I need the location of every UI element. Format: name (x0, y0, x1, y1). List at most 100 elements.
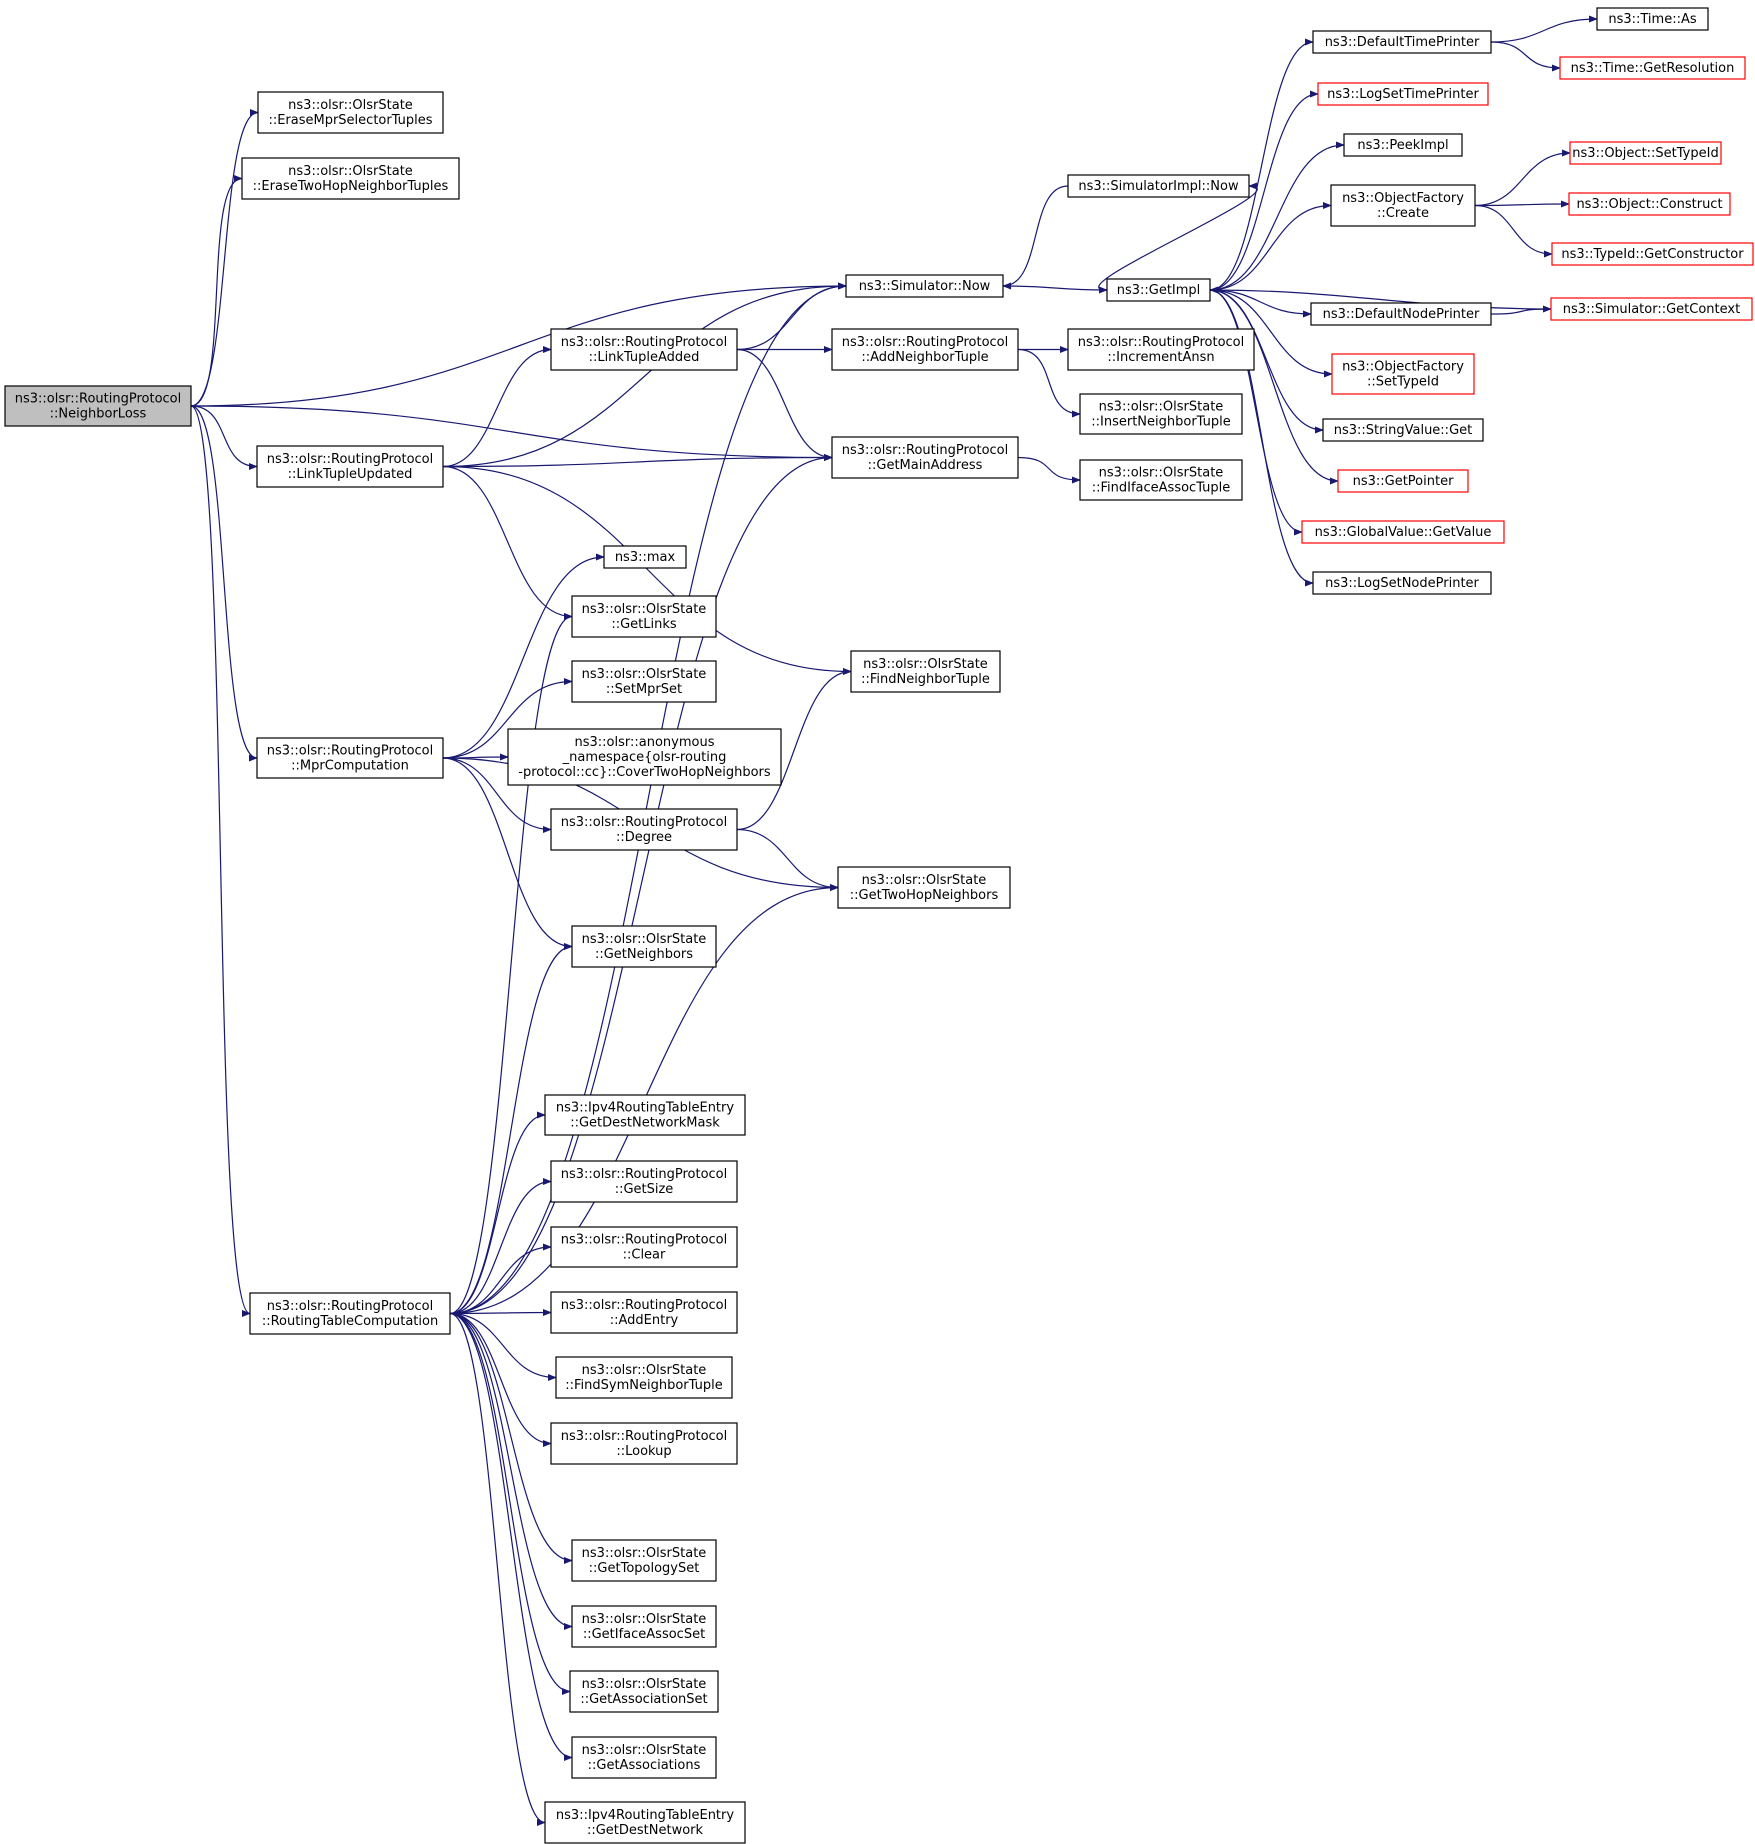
edge-n7-to-n44 (449, 1312, 552, 1448)
node-box (1301, 520, 1505, 544)
node-ns3-ipv4routingtableentry-getdestnetwork[interactable]: ns3::Ipv4RoutingTableEntry::GetDestNetwo… (544, 1801, 746, 1844)
node-ns3-olsr-routingprotocol-neighborloss[interactable]: ns3::olsr::RoutingProtocol::NeighborLoss (4, 385, 192, 427)
node-ns3-object-construct[interactable]: ns3::Object::Construct (1568, 192, 1731, 216)
node-ns3-time-as[interactable]: ns3::Time::As (1596, 7, 1709, 31)
node-box (850, 650, 1001, 693)
node-ns3-olsr-routingprotocol-routingtablecomputation[interactable]: ns3::olsr::RoutingProtocol::RoutingTable… (249, 1292, 451, 1335)
node-box (837, 866, 1011, 909)
node-box (544, 1801, 746, 1844)
node-ns3-olsr-olsrstate-erasetwohopneighbortuples[interactable]: ns3::olsr::OlsrState::EraseTwoHopNeighbo… (241, 157, 460, 200)
node-ns3-logsettimeprinter[interactable]: ns3::LogSetTimePrinter (1317, 82, 1489, 106)
node-ns3-olsr-routingprotocol-addentry[interactable]: ns3::olsr::RoutingProtocol::AddEntry (550, 1291, 738, 1334)
node-ns3-olsr-olsrstate-findsymneighbortuple[interactable]: ns3::olsr::OlsrState::FindSymNeighborTup… (555, 1356, 733, 1399)
node-label-line: ::InsertNeighborTuple (1091, 415, 1231, 430)
edge-n7-to-n31 (449, 612, 573, 1315)
node-ns3-olsr-routingprotocol-mprcomputation[interactable]: ns3::olsr::RoutingProtocol::MprComputati… (256, 737, 444, 779)
node-ns3-olsr-olsrstate-gettwohopneighbors[interactable]: ns3::olsr::OlsrState::GetTwoHopNeighbors (837, 866, 1011, 909)
node-ns3-olsr-anonymous-namespace-olsr-routing-protocol-cc-covertwohopneighbors[interactable]: ns3::olsr::anonymous_namespace{olsr-rout… (507, 728, 782, 786)
node-ns3-simulator-getcontext[interactable]: ns3::Simulator::GetContext (1550, 297, 1753, 321)
edge-n9-to-n23 (1209, 289, 1339, 485)
edge-n0-to-n1 (190, 108, 259, 407)
node-ns3-olsr-routingprotocol-clear[interactable]: ns3::olsr::RoutingProtocol::Clear (550, 1226, 738, 1268)
node-ns3-olsr-olsrstate-erasemprselectortuples[interactable]: ns3::olsr::OlsrState::EraseMprSelectorTu… (257, 91, 444, 134)
node-ns3-defaulttimeprinter[interactable]: ns3::DefaultTimePrinter (1312, 30, 1492, 54)
node-ns3-olsr-olsrstate-findifaceassoctuple[interactable]: ns3::olsr::OlsrState::FindIfaceAssocTupl… (1079, 459, 1243, 501)
edge-n7-to-n41 (449, 1243, 552, 1315)
node-ns3-objectfactory-settypeid[interactable]: ns3::ObjectFactory::SetTypeId (1331, 353, 1475, 395)
node-label-line: ::FindNeighborTuple (861, 672, 990, 687)
node-label-line: ns3::olsr::OlsrState (582, 1546, 707, 1561)
node-label-line: ns3::olsr::OlsrState (582, 1677, 707, 1692)
node-ns3-olsr-routingprotocol-getsize[interactable]: ns3::olsr::RoutingProtocol::GetSize (550, 1160, 738, 1203)
edge-n9-to-n14 (1209, 141, 1345, 291)
node-box (571, 925, 717, 968)
node-ns3-getimpl[interactable]: ns3::GetImpl (1106, 278, 1211, 302)
node-ns3-olsr-olsrstate-findneighbortuple[interactable]: ns3::olsr::OlsrState::FindNeighborTuple (850, 650, 1001, 693)
edge-n7-to-n38 (449, 942, 573, 1315)
node-label-line: ns3::olsr::RoutingProtocol (561, 335, 728, 350)
node-ns3-stringvalue-get[interactable]: ns3::StringValue::Get (1322, 418, 1484, 442)
node-box (571, 1539, 717, 1582)
node-ns3-olsr-olsrstate-gettopologyset[interactable]: ns3::olsr::OlsrState::GetTopologySet (571, 1539, 717, 1582)
node-ns3-ipv4routingtableentry-getdestnetworkmask[interactable]: ns3::Ipv4RoutingTableEntry::GetDestNetwo… (544, 1094, 746, 1136)
node-ns3-defaultnodeprinter[interactable]: ns3::DefaultNodePrinter (1310, 302, 1492, 326)
node-label-line: ::SetTypeId (1367, 375, 1439, 390)
node-label-line: ns3::Object::Construct (1576, 197, 1722, 212)
node-label-line: ::EraseTwoHopNeighborTuples (253, 179, 449, 194)
node-ns3-simulator-now[interactable]: ns3::Simulator::Now (845, 274, 1004, 298)
node-ns3-typeid-getconstructor[interactable]: ns3::TypeId::GetConstructor (1551, 242, 1754, 266)
node-label-line: ns3::SimulatorImpl::Now (1078, 179, 1239, 194)
node-label-line: ::Lookup (616, 1444, 671, 1459)
node-ns3-getpointer[interactable]: ns3::GetPointer (1337, 469, 1469, 493)
node-label-line: ::Degree (616, 830, 672, 845)
node-label-line: ns3::olsr::OlsrState (863, 657, 988, 672)
node-box (571, 660, 717, 703)
node-box (831, 328, 1019, 371)
node-ns3-olsr-routingprotocol-getmainaddress[interactable]: ns3::olsr::RoutingProtocol::GetMainAddre… (831, 436, 1019, 479)
node-ns3-globalvalue-getvalue[interactable]: ns3::GlobalValue::GetValue (1301, 520, 1505, 544)
edge-n9-to-n21 (1209, 289, 1333, 378)
node-label-line: ns3::Ipv4RoutingTableEntry (556, 1101, 734, 1116)
node-ns3-olsr-olsrstate-getneighbors[interactable]: ns3::olsr::OlsrState::GetNeighbors (571, 925, 717, 968)
edge-n26-to-n3 (736, 282, 847, 351)
node-label-line: ns3::olsr::OlsrState (582, 1363, 707, 1378)
node-ns3-logsetnodeprinter[interactable]: ns3::LogSetNodePrinter (1312, 571, 1492, 595)
node-label-line: ns3::olsr::RoutingProtocol (561, 1233, 728, 1248)
node-ns3-max[interactable]: ns3::max (603, 545, 687, 569)
node-ns3-olsr-olsrstate-getlinks[interactable]: ns3::olsr::OlsrState::GetLinks (571, 595, 717, 638)
node-ns3-olsr-routingprotocol-lookup[interactable]: ns3::olsr::RoutingProtocol::Lookup (550, 1422, 738, 1465)
edge-n7-to-n3 (449, 282, 847, 1315)
node-label-line: ::RoutingTableComputation (262, 1314, 438, 1329)
node-label-line: ns3::olsr::RoutingProtocol (15, 392, 182, 407)
edge-n0-to-n5 (190, 405, 833, 462)
edge-n10-to-n12 (1490, 41, 1561, 72)
node-label-line: ns3::ObjectFactory (1342, 191, 1464, 206)
edge-n36-to-n37 (736, 828, 839, 892)
node-ns3-olsr-routingprotocol-addneighbortuple[interactable]: ns3::olsr::RoutingProtocol::AddNeighborT… (831, 328, 1019, 371)
node-ns3-olsr-olsrstate-getassociations[interactable]: ns3::olsr::OlsrState::GetAssociations (571, 1736, 717, 1779)
node-box (1568, 192, 1731, 216)
node-label-line: ns3::Simulator::Now (859, 279, 991, 294)
node-ns3-olsr-routingprotocol-degree[interactable]: ns3::olsr::RoutingProtocol::Degree (550, 808, 738, 851)
edge-n0-to-n6 (190, 405, 258, 762)
node-label-line: ns3::olsr::OlsrState (582, 1612, 707, 1627)
node-ns3-olsr-olsrstate-getifaceassocset[interactable]: ns3::olsr::OlsrState::GetIfaceAssocSet (571, 1605, 717, 1648)
node-ns3-olsr-olsrstate-getassociationset[interactable]: ns3::olsr::OlsrState::GetAssociationSet (569, 1670, 719, 1713)
node-ns3-olsr-routingprotocol-linktupleupdated[interactable]: ns3::olsr::RoutingProtocol::LinkTupleUpd… (256, 445, 444, 488)
edge-n15-to-n17 (1474, 200, 1570, 208)
node-box (550, 1226, 738, 1268)
node-ns3-olsr-routingprotocol-incrementansn[interactable]: ns3::olsr::RoutingProtocol::IncrementAns… (1067, 328, 1255, 371)
node-ns3-simulatorimpl-now[interactable]: ns3::SimulatorImpl::Now (1067, 174, 1250, 198)
node-ns3-peekimpl[interactable]: ns3::PeekImpl (1343, 133, 1463, 157)
node-ns3-objectfactory-create[interactable]: ns3::ObjectFactory::Create (1330, 184, 1476, 227)
node-label-line: ::GetSize (615, 1182, 674, 1197)
node-ns3-object-settypeid[interactable]: ns3::Object::SetTypeId (1569, 141, 1722, 165)
edge-n20-to-n9 (1209, 286, 1552, 310)
node-label-line: ::GetIfaceAssocSet (583, 1627, 705, 1642)
node-label-line: ns3::olsr::OlsrState (862, 873, 987, 888)
node-ns3-olsr-routingprotocol-linktupleadded[interactable]: ns3::olsr::RoutingProtocol::LinkTupleAdd… (550, 328, 738, 371)
node-ns3-time-getresolution[interactable]: ns3::Time::GetResolution (1559, 56, 1746, 80)
node-ns3-olsr-olsrstate-setmprset[interactable]: ns3::olsr::OlsrState::SetMprSet (571, 660, 717, 703)
node-ns3-olsr-olsrstate-insertneighbortuple[interactable]: ns3::olsr::OlsrState::InsertNeighborTupl… (1079, 393, 1243, 435)
node-box (1330, 184, 1476, 227)
